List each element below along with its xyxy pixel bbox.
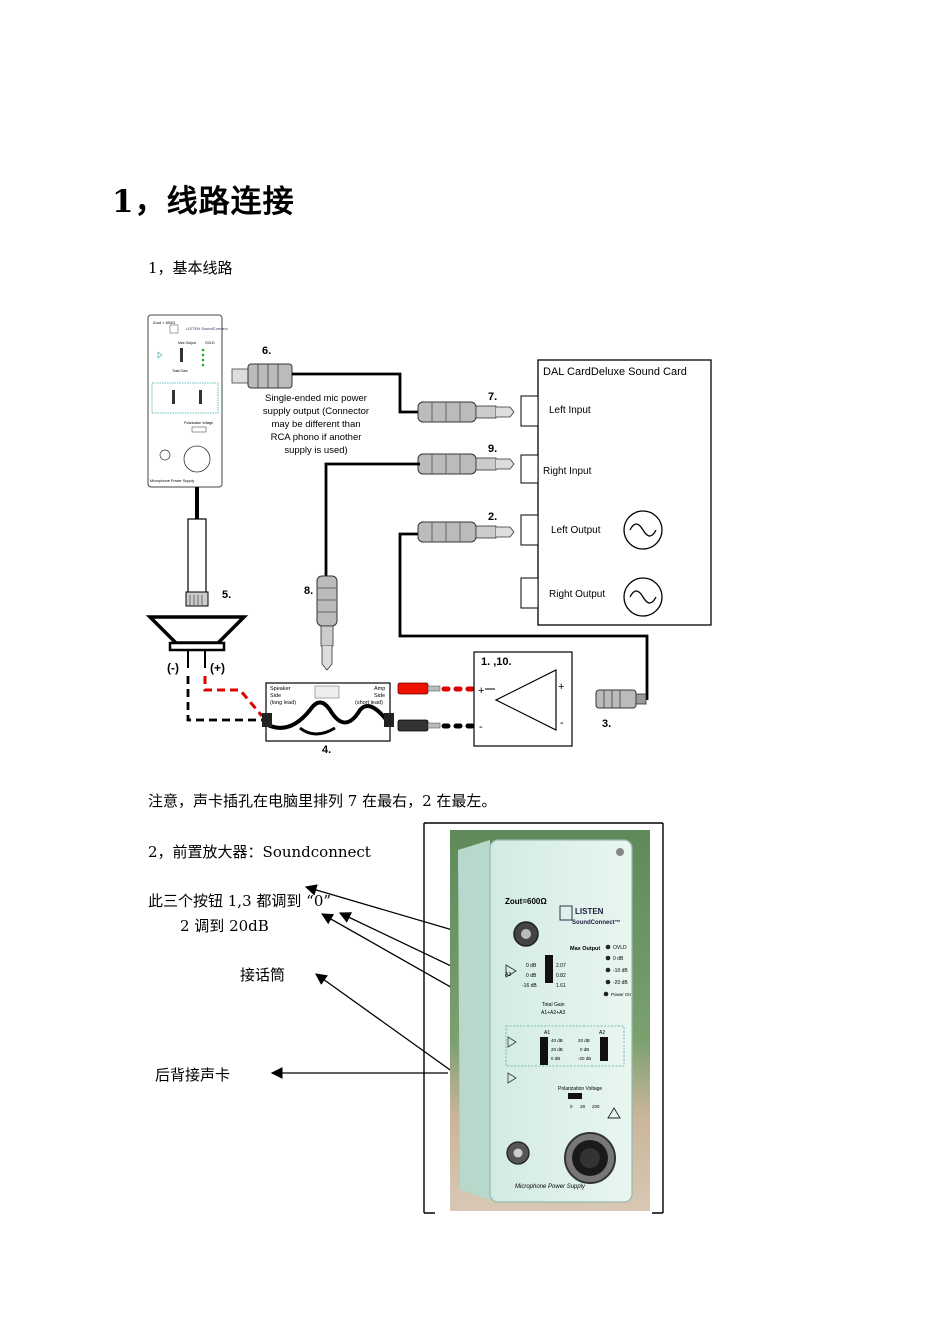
right-output-label: Right Output	[549, 589, 605, 600]
mic-note-3: may be different than	[271, 419, 360, 430]
photo-power-on: Power On	[611, 992, 632, 997]
amp-input-plus: +	[478, 685, 484, 697]
jack-plug-2	[417, 521, 515, 543]
photo-a3-volt-3: 1.61	[556, 983, 566, 989]
mini-zout: Zout = 600Ω	[153, 320, 175, 325]
section-1-title: 1，基本线路	[148, 259, 233, 277]
rca-connector-3	[595, 689, 647, 709]
jack-plug-9	[417, 453, 515, 475]
section-2-title: 2，前置放大器：Soundconnect	[148, 843, 371, 861]
switch-a2	[600, 1037, 608, 1061]
label-9: 9.	[488, 443, 497, 455]
photo-a2-val-3: -20 dB	[578, 1056, 591, 1061]
switch-a1	[540, 1037, 548, 1065]
microphone	[185, 487, 209, 607]
photo-led-0db: 0 dB	[613, 956, 624, 962]
label-2: 2.	[488, 511, 497, 523]
photo-led-10db: -10 dB	[613, 968, 628, 974]
speaker-side-1: Speaker	[270, 686, 291, 692]
jack-plug-8	[316, 575, 338, 671]
photo-a1: A1	[544, 1030, 550, 1036]
photo-a3-val-1: 0 dB	[526, 963, 537, 969]
annotation-buttons: 此三个按钮 1,3 都调到 “0”	[148, 892, 332, 910]
page-heading: 1，线路连接	[112, 184, 295, 220]
sine-wave-icon	[623, 577, 663, 617]
photo-total-gain-formula: A1+A2+A3	[541, 1010, 565, 1016]
amplifier-box	[473, 651, 573, 747]
photo-a3-val-3: -16 dB	[522, 983, 537, 989]
left-output-label: Left Output	[551, 525, 601, 536]
photo-a3-volt-2: 0.82	[556, 973, 566, 979]
photo-led-20db: -20 dB	[613, 980, 628, 986]
mic-note-4: RCA phono if another	[271, 432, 362, 443]
annotation-gain: 2 调到 20dB	[180, 917, 269, 935]
sound-card-box	[520, 359, 712, 626]
mini-brand: LISTEN SoundConnect	[186, 326, 228, 331]
photo-a2-val-2: 0 dB	[580, 1047, 589, 1052]
photo-pol-0: 0	[570, 1104, 573, 1109]
label-4: 4.	[322, 744, 331, 756]
photo-a2: A2	[599, 1030, 605, 1036]
amp-output-minus: -	[560, 717, 564, 729]
photo-a1-val-1: 40 dB	[551, 1038, 563, 1043]
mini-footer: Microphone Power Supply	[150, 479, 194, 483]
photo-pol-28: 28	[580, 1104, 586, 1109]
mic-note-1: Single-ended mic power	[265, 393, 367, 404]
amp-input-minus: -	[479, 721, 483, 733]
mini-max-output: Max Output	[178, 341, 196, 345]
sine-wave-icon	[623, 510, 663, 550]
mic-note-2: supply output (Connector	[263, 406, 369, 417]
adapter-box: Speaker Side (long lead) Amp Side (short…	[262, 682, 394, 742]
device-photo: Zout=600Ω LISTEN SoundConnect™ Max Outpu…	[450, 830, 650, 1211]
photo-max-output: Max Output	[570, 946, 600, 952]
speaker	[145, 615, 249, 668]
warning-icon	[607, 1107, 621, 1119]
photo-a1-val-3: 0 dB	[551, 1056, 560, 1061]
photo-brand-top: LISTEN	[575, 907, 604, 916]
sound-card-title: DAL CardDeluxe Sound Card	[543, 366, 687, 378]
speaker-minus-label: (-)	[167, 661, 179, 675]
jack-plug-7	[417, 401, 515, 423]
photo-brand-bottom: SoundConnect™	[572, 919, 621, 926]
photo-a3-volt-1: 2.07	[556, 963, 566, 969]
mini-total-gain: Total Gain	[172, 369, 188, 373]
rca-connector-6	[231, 363, 293, 389]
photo-polarization: Polarization Voltage	[558, 1086, 602, 1092]
label-1-10: 1. ,10.	[481, 656, 512, 668]
photo-a3: A3	[505, 972, 511, 978]
label-6: 6.	[262, 345, 271, 357]
switch-polarization	[568, 1093, 582, 1099]
photo-total-gain: Total Gain	[542, 1002, 565, 1008]
speaker-side-3: (long lead)	[270, 700, 296, 706]
photo-led-ovld: OVLD	[613, 945, 627, 951]
amp-side-2: Side	[374, 693, 385, 699]
label-7: 7.	[488, 391, 497, 403]
photo-pol-200: 200	[592, 1104, 600, 1109]
right-input-label: Right Input	[543, 466, 592, 477]
annotation-mic: 接话筒	[240, 966, 286, 984]
photo-zout: Zout=600Ω	[505, 897, 547, 906]
amp-output-plus: +	[558, 681, 564, 693]
switch-a3	[545, 955, 553, 983]
label-8: 8.	[304, 585, 313, 597]
mini-ovld: OVLD	[205, 341, 215, 345]
photo-a3-val-2: 0 dB	[526, 973, 537, 979]
mini-power-supply: Zout = 600Ω LISTEN SoundConnect Max Outp…	[147, 314, 228, 488]
speaker-plus-label: (+)	[210, 661, 225, 675]
speaker-side-2: Side	[270, 693, 281, 699]
mic-note-5: supply is used)	[284, 445, 347, 456]
amp-side-1: Amp	[374, 686, 385, 692]
photo-footer: Microphone Power Supply	[515, 1184, 586, 1190]
label-5: 5.	[222, 589, 231, 601]
annotation-soundcard: 后背接声卡	[155, 1066, 231, 1084]
label-3: 3.	[602, 718, 611, 730]
left-input-label: Left Input	[549, 405, 591, 416]
photo-a1-val-2: 20 dB	[551, 1047, 563, 1052]
amp-side-3: (short lead)	[355, 700, 383, 706]
mini-polarization: Polarization Voltage	[184, 421, 213, 425]
note-text: 注意，声卡插孔在电脑里排列 7 在最右，2 在最左。	[148, 792, 497, 810]
photo-a2-val-1: 20 dB	[578, 1038, 590, 1043]
